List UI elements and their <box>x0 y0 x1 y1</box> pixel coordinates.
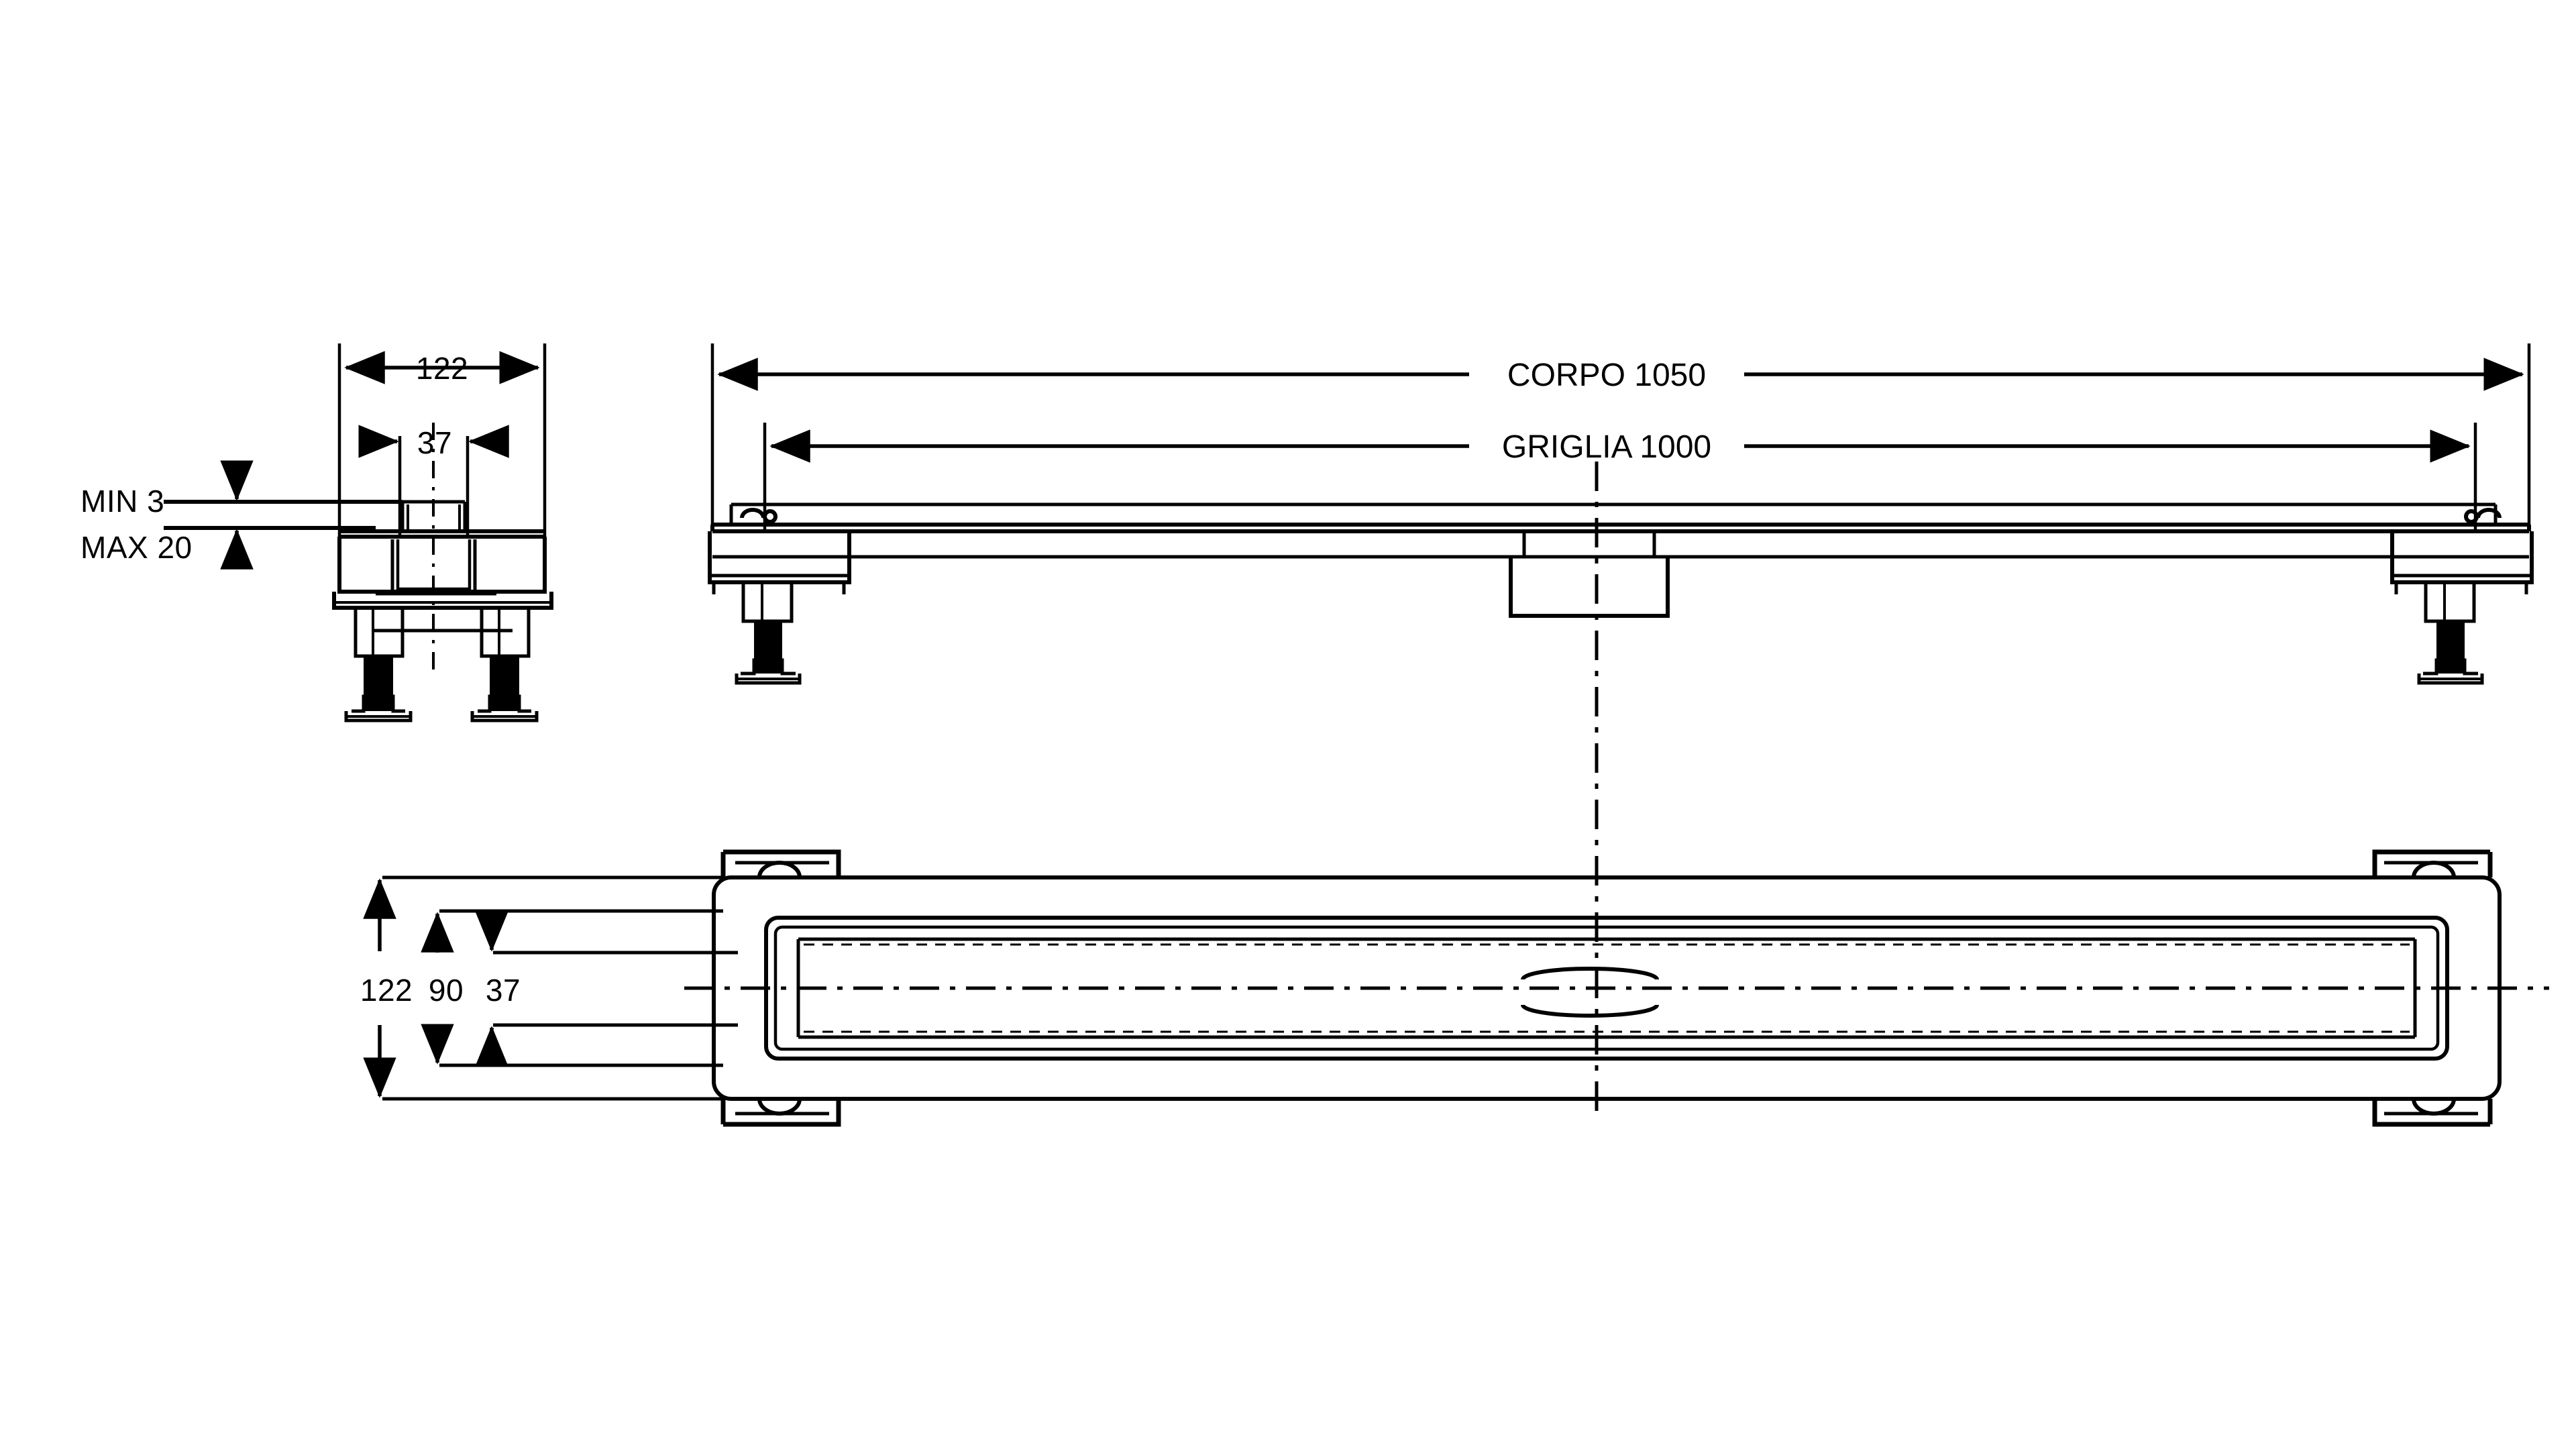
plan-view-geometry <box>363 849 2549 1127</box>
dim-label-inlet-37: 37 <box>417 425 452 460</box>
dim-label-plan-37: 37 <box>486 973 521 1008</box>
dim-label-corpo-1050: CORPO 1050 <box>1507 358 1706 393</box>
dim-label-width-122: 122 <box>416 351 468 386</box>
section-view-geometry <box>164 343 553 722</box>
dim-label-plan-90: 90 <box>429 973 464 1008</box>
dim-label-min-3: MIN 3 <box>80 484 164 519</box>
dim-label-max-20: MAX 20 <box>80 530 193 565</box>
dim-label-griglia-1000: GRIGLIA 1000 <box>1502 429 1711 465</box>
dimension-text-group: 122 37 MIN 3 MAX 20 CORPO 1050 GRIGLIA 1… <box>80 351 1711 1008</box>
dim-label-plan-122: 122 <box>360 973 413 1008</box>
elevation-view-geometry <box>708 343 2534 685</box>
